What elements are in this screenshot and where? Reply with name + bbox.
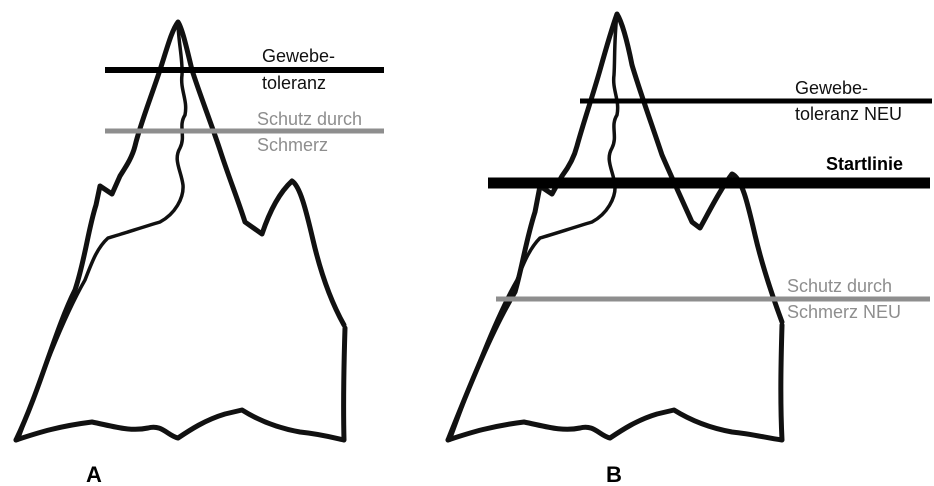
- base-outline-a: [16, 328, 345, 440]
- pain-label-b-line2: Schmerz NEU: [787, 302, 901, 322]
- tolerance-label-a-line1: Gewebe-: [262, 46, 335, 66]
- panel-b: Gewebe- toleranz NEU Startlinie Schutz d…: [448, 14, 932, 486]
- panel-letter-a: A: [86, 462, 102, 486]
- inner-ridge-b: [450, 14, 618, 440]
- tolerance-label-a-line2: toleranz: [262, 73, 326, 93]
- pain-label-b-line1: Schutz durch: [787, 276, 892, 296]
- base-outline-b: [448, 325, 782, 440]
- pain-label-a-line2: Schmerz: [257, 135, 328, 155]
- inner-ridge-a: [18, 22, 186, 440]
- panel-a: Gewebe- toleranz Schutz durch Schmerz A: [16, 22, 384, 486]
- start-line-label: Startlinie: [826, 154, 903, 174]
- tolerance-label-b-line2: toleranz NEU: [795, 104, 902, 124]
- tolerance-label-b-line1: Gewebe-: [795, 78, 868, 98]
- pain-label-a-line1: Schutz durch: [257, 109, 362, 129]
- panel-letter-b: B: [606, 462, 622, 486]
